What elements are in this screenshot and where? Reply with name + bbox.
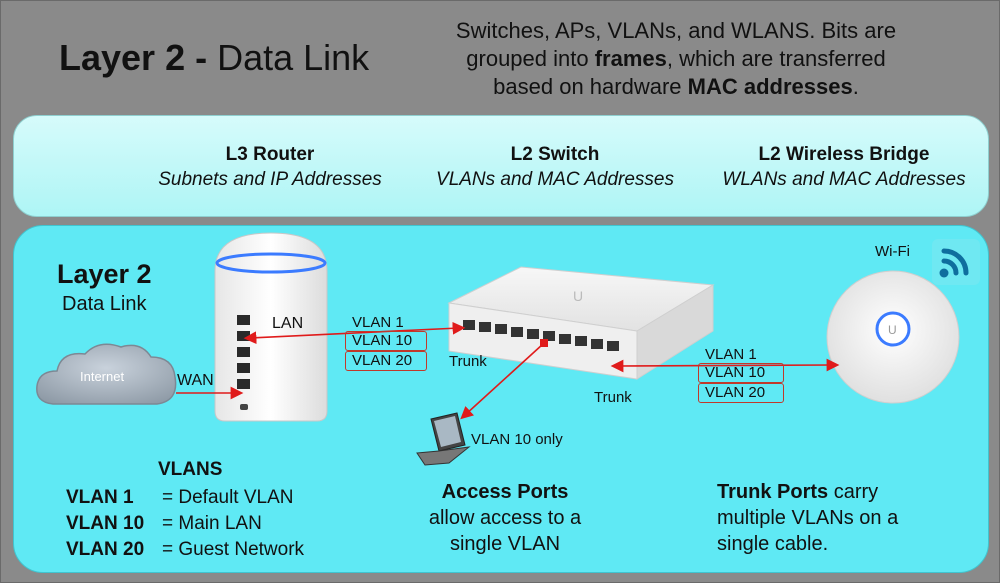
vlans-legend-row: VLAN 10 = Main LAN <box>66 511 304 537</box>
intro-line-2-post: , which are transferred <box>666 46 886 71</box>
wifi-label: Wi-Fi <box>875 243 910 260</box>
intro-line-1: Switches, APs, VLANs, and WLANS. Bits ar… <box>455 18 897 43</box>
vlan-value: = Default VLAN <box>162 487 294 508</box>
access-ports-title: Access Ports <box>441 481 569 503</box>
laptop-icon <box>416 412 471 466</box>
intro-mac-term: MAC addresses <box>687 74 853 99</box>
svg-text:U: U <box>573 288 583 304</box>
router-switch-trunk-link <box>243 321 466 345</box>
ap-vlan-1: VLAN 1 <box>705 346 757 363</box>
trunk-ports-line-1: Trunk Ports carry <box>717 479 898 505</box>
wan-label: WAN <box>177 372 214 389</box>
vlans-legend-row: VLAN 20 = Guest Network <box>66 537 304 563</box>
vlan-key: VLAN 20 <box>66 539 145 560</box>
router-vlan-10: VLAN 10 <box>345 331 427 351</box>
intro-text: Switches, APs, VLANs, and WLANS. Bits ar… <box>411 17 941 101</box>
trunk-ports-title-rest: carry <box>828 481 879 503</box>
layer-bridge-name: L2 Wireless Bridge <box>758 144 930 165</box>
router-vlan-20: VLAN 20 <box>345 351 427 371</box>
trunk-label-router-side: Trunk <box>449 353 487 370</box>
title-rest-part: Data Link <box>217 37 370 78</box>
vlan-key: VLAN 1 <box>66 487 134 508</box>
layer-switch-desc: VLANs and MAC Addresses <box>436 169 674 190</box>
intro-line-3-pre: based on hardware <box>493 74 688 99</box>
switch-ap-trunk-link <box>610 358 840 373</box>
vlans-legend-row: VLAN 1 = Default VLAN <box>66 485 304 511</box>
trunk-ports-line-3: single cable. <box>717 533 829 555</box>
access-port-highlight <box>540 339 548 347</box>
network-links <box>176 321 840 420</box>
access-ports-line-3: single VLAN <box>449 533 561 555</box>
vlan-key: VLAN 10 <box>66 513 145 534</box>
layer-bridge: L2 Wireless Bridge WLANs and MAC Address… <box>714 142 974 192</box>
intro-frames-term: frames <box>594 46 667 71</box>
intro-line-3-post: . <box>852 74 859 99</box>
trunk-label-ap-side: Trunk <box>594 389 632 406</box>
layers-band: L3 Router Subnets and IP Addresses L2 Sw… <box>13 115 989 217</box>
layer-router-name: L3 Router <box>225 144 315 165</box>
access-ports-line-2: allow access to a <box>428 507 582 529</box>
intro-line-2: grouped into frames, which are transferr… <box>411 45 941 73</box>
wifi-icon <box>932 239 980 285</box>
layer-router-desc: Subnets and IP Addresses <box>158 169 382 190</box>
switch-icon: U <box>447 266 715 380</box>
access-point-icon: U <box>826 270 960 404</box>
data-link-subheading: Data Link <box>62 293 147 315</box>
access-ports-explanation: Access Ports allow access to a single VL… <box>393 479 617 557</box>
ap-vlan-20: VLAN 20 <box>698 383 784 403</box>
vlan-value: = Main LAN <box>162 513 262 534</box>
intro-line-2-pre: grouped into <box>466 46 595 71</box>
intro-line-3: based on hardware MAC addresses. <box>411 73 941 101</box>
layer-bridge-desc: WLANs and MAC Addresses <box>722 169 966 190</box>
vlans-legend-title: VLANS <box>158 459 223 480</box>
layer-switch-name: L2 Switch <box>510 144 600 165</box>
trunk-ports-explanation: Trunk Ports carry multiple VLANs on a si… <box>717 479 898 557</box>
layer-switch: L2 Switch VLANs and MAC Addresses <box>424 142 686 192</box>
layer-router: L3 Router Subnets and IP Addresses <box>150 142 390 192</box>
layer-2-heading: Layer 2 <box>57 259 152 289</box>
switch-laptop-access-link <box>460 343 544 420</box>
internet-label: Internet <box>80 369 125 384</box>
vlans-legend: VLAN 1 = Default VLAN VLAN 10 = Main LAN V… <box>66 485 304 563</box>
page-title: Layer 2 - Data Link <box>59 37 369 79</box>
trunk-ports-line-2: multiple VLANs on a <box>717 507 899 529</box>
vlan-value: = Guest Network <box>162 539 305 560</box>
ap-vlan-10: VLAN 10 <box>698 363 784 383</box>
title-bold-part: Layer 2 - <box>59 37 208 78</box>
trunk-ports-title: Trunk Ports <box>717 481 829 503</box>
router-vlan-1: VLAN 1 <box>352 314 404 331</box>
lan-label: LAN <box>272 315 304 332</box>
svg-text:U: U <box>888 323 897 337</box>
laptop-vlan-label: VLAN 10 only <box>471 431 563 448</box>
internet-cloud-icon <box>36 343 177 405</box>
